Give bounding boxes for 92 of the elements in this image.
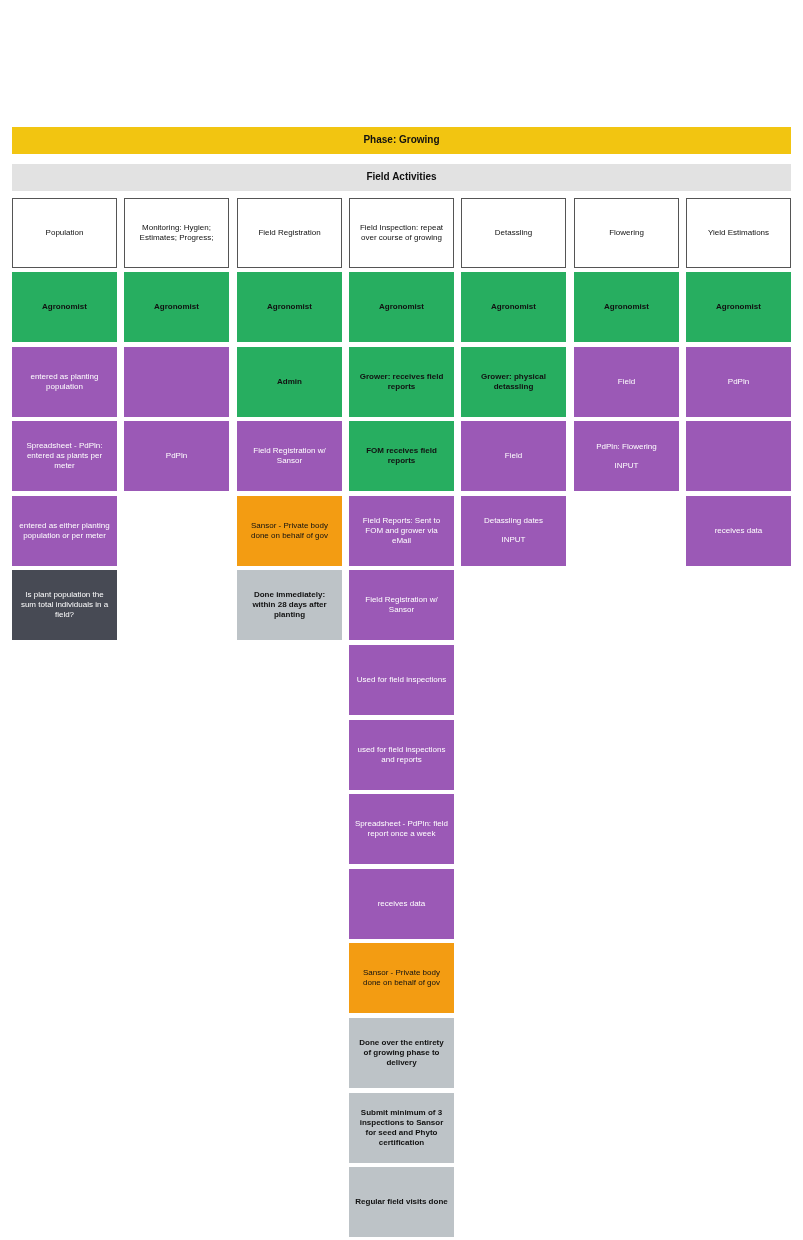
note-card xyxy=(349,1167,454,1238)
organisation-card xyxy=(237,495,342,566)
tool-card xyxy=(349,719,454,790)
card-text: Yield Estimations xyxy=(707,228,770,238)
note-card xyxy=(349,1092,454,1163)
tool-card xyxy=(349,868,454,939)
card-text: Grower: receives field reports xyxy=(358,371,445,392)
card-text: Detassling xyxy=(494,228,533,238)
card-text: Field xyxy=(504,451,523,462)
card-text: Detassling dates xyxy=(483,516,544,527)
tool-card xyxy=(686,495,791,566)
card-text: Agronomist xyxy=(42,302,87,312)
card-text: Is plant population the sum total individuals in a field? xyxy=(19,590,110,621)
actor-card xyxy=(461,346,566,417)
activity-header-card xyxy=(237,198,342,268)
phase-band xyxy=(12,127,791,154)
card-text: entered as planting population xyxy=(29,371,100,392)
activity-header-card xyxy=(461,198,566,268)
card-text: receives data xyxy=(377,898,426,909)
card-text: used for field inspections and reports xyxy=(356,744,447,765)
card-text: Flowering xyxy=(609,228,644,238)
section-band xyxy=(12,164,791,191)
actor-card xyxy=(237,346,342,417)
actor-card xyxy=(12,272,117,342)
actor-card xyxy=(461,272,566,342)
card-text: Regular field visits done xyxy=(355,1197,448,1208)
card-text: entered as either planting population or per meter xyxy=(18,520,111,541)
card-text: INPUT xyxy=(614,460,639,471)
card-text: Grower: physical detassling xyxy=(480,371,547,392)
card-text: Agronomist xyxy=(491,302,536,312)
card-text: FOM receives field reports xyxy=(365,446,438,467)
tool-card xyxy=(12,421,117,492)
tool-card xyxy=(349,645,454,715)
actor-card xyxy=(349,346,454,417)
card-text: Phase: Growing xyxy=(363,134,440,147)
card-text: PdPln xyxy=(727,376,750,387)
tool-card xyxy=(574,346,679,417)
card-text: Agronomist xyxy=(267,302,312,312)
card-text: Population xyxy=(45,228,84,238)
tool-card xyxy=(12,495,117,566)
card-text: Used for field inspections xyxy=(356,675,447,685)
card-text: Field Registration xyxy=(258,228,321,238)
card-text: Field Activities xyxy=(366,171,437,184)
card-text: Admin xyxy=(277,376,302,387)
card-text: Monitoring: Hygien; Estimates; Progress; xyxy=(138,223,215,243)
empty-card xyxy=(124,346,229,417)
card-text: Field Registration w/ Sansor xyxy=(364,595,439,616)
activity-header-card xyxy=(686,198,791,268)
organisation-card xyxy=(349,943,454,1014)
actor-card xyxy=(124,272,229,342)
card-text: Done over the entirety of growing phase to delivery xyxy=(358,1038,445,1068)
activity-header-card xyxy=(574,198,679,268)
tool-card xyxy=(349,794,454,865)
card-text: Done immediately: within 28 days after planting xyxy=(251,590,328,621)
activity-header-card xyxy=(349,198,454,268)
tool-card xyxy=(461,495,566,566)
actor-card xyxy=(349,421,454,492)
actor-card xyxy=(237,272,342,342)
question-card xyxy=(12,570,117,641)
tool-card xyxy=(12,346,117,417)
card-text: Spreadsheet - PdPln: entered as plants per meter xyxy=(25,441,104,472)
tool-card xyxy=(237,421,342,492)
tool-card xyxy=(349,570,454,641)
card-text: receives data xyxy=(714,525,763,536)
actor-card xyxy=(349,272,454,342)
tool-card xyxy=(349,495,454,566)
note-card xyxy=(349,1018,454,1088)
note-card xyxy=(237,570,342,641)
tool-card xyxy=(461,421,566,492)
card-text: Sansor - Private body done on behalf of gov xyxy=(362,968,441,989)
actor-card xyxy=(574,272,679,342)
card-text: Field Reports: Sent to FOM and grower via eMail xyxy=(361,515,442,546)
card-text: Agronomist xyxy=(604,302,649,312)
card-text: Agronomist xyxy=(154,302,199,312)
tool-card xyxy=(686,346,791,417)
card-text: Field xyxy=(617,376,636,387)
actor-card xyxy=(686,272,791,342)
activity-header-card xyxy=(12,198,117,268)
card-text: Submit minimum of 3 inspections to Sansor for seed and Phyto certification xyxy=(358,1107,445,1148)
card-text: Field Registration w/ Sansor xyxy=(252,446,327,467)
card-text: Sansor - Private body done on behalf of gov xyxy=(250,520,329,541)
card-text: Field Inspection: repeat over course of growing xyxy=(358,223,445,243)
tool-card xyxy=(574,421,679,492)
card-text: Agronomist xyxy=(716,302,761,312)
card-text: Agronomist xyxy=(379,302,424,312)
empty-card xyxy=(686,421,791,492)
card-text: PdPln xyxy=(165,451,188,462)
tool-card xyxy=(124,421,229,492)
card-text: INPUT xyxy=(501,535,526,546)
card-text: PdPln: Flowering xyxy=(596,441,657,452)
activity-header-card xyxy=(124,198,229,268)
card-text: Spreadsheet - PdPln: field report once a week xyxy=(355,819,448,840)
